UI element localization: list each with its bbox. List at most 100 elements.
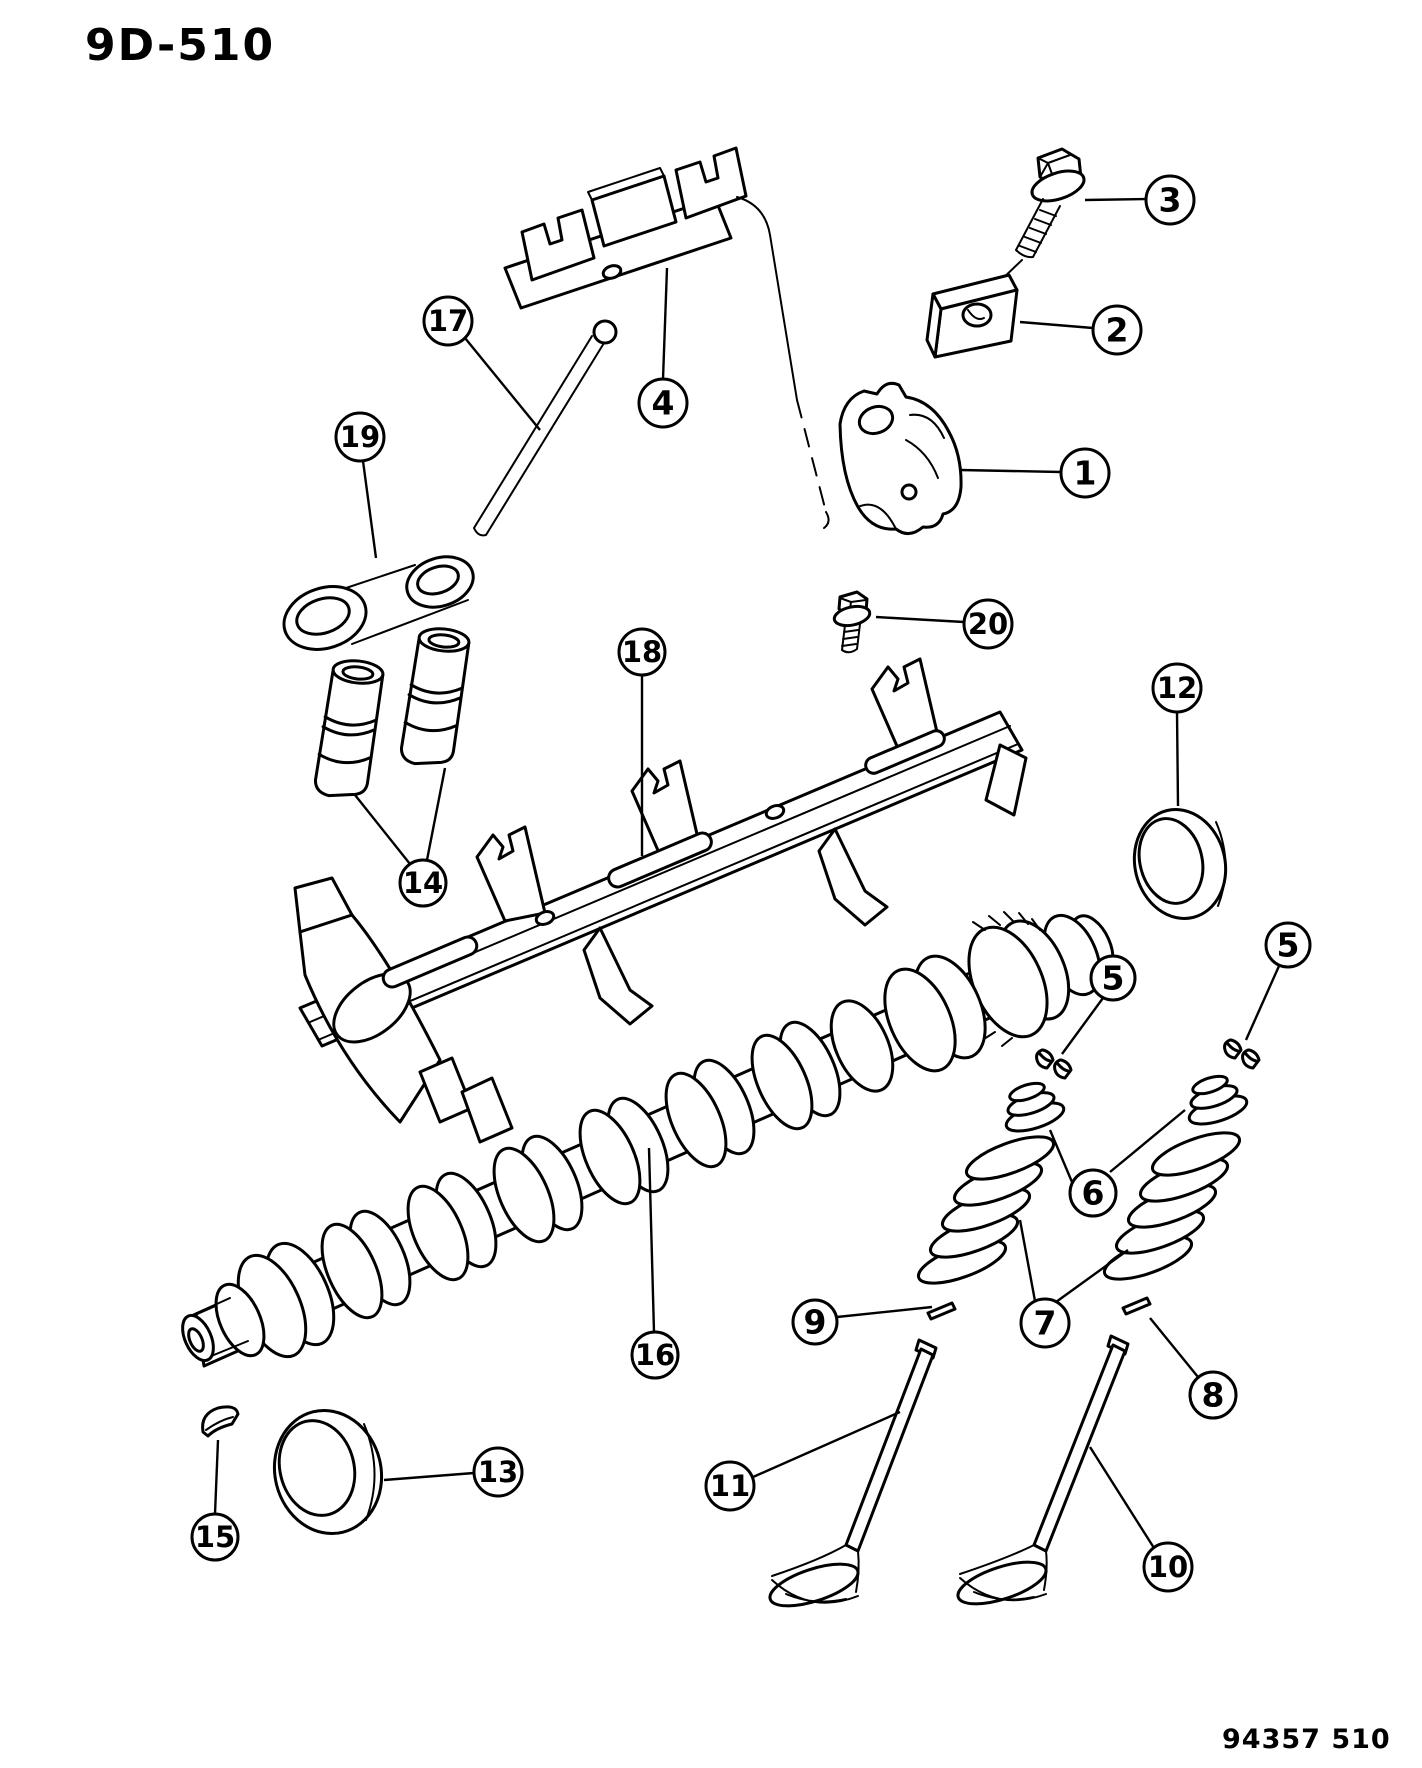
page-code: 9D-510: [85, 20, 275, 71]
valve-exhaust: [956, 1334, 1130, 1606]
callout-circle-12[interactable]: [1151, 662, 1203, 714]
callout-number-2: 2: [1106, 311, 1129, 350]
callout-9[interactable]: 9: [791, 1298, 839, 1346]
callout-circle-13[interactable]: [472, 1446, 524, 1498]
callout-number-6: 6: [1082, 1174, 1105, 1213]
callout-number-3: 3: [1159, 181, 1182, 220]
rocker-arm: [838, 381, 963, 535]
callout-circle-17[interactable]: [422, 295, 474, 347]
spring-pin-right: [1121, 1296, 1152, 1316]
valve-intake: [768, 1338, 938, 1608]
callout-circle-6[interactable]: [1068, 1168, 1118, 1218]
callout-circle-19[interactable]: [334, 411, 386, 463]
valve-lock-pair-right: [1223, 1038, 1261, 1070]
spring-pin-left: [926, 1301, 957, 1321]
leader-line-6: [1048, 1129, 1074, 1183]
camshaft-bearing-front: [272, 1408, 384, 1536]
valve-spring-left: [912, 1126, 1060, 1294]
valve-seal-left: [1001, 1078, 1069, 1139]
callout-number-4: 4: [652, 384, 675, 423]
callout-circle-8[interactable]: [1188, 1370, 1238, 1420]
retainer-bolt: [832, 590, 872, 654]
leader-line-6: [1109, 1109, 1186, 1173]
aligning-yoke: [282, 555, 475, 651]
tappet-right: [398, 624, 472, 770]
callout-circle-7[interactable]: [1019, 1297, 1071, 1349]
callout-number-16: 16: [635, 1338, 675, 1372]
callout-circle-15[interactable]: [190, 1512, 240, 1562]
callout-number-15: 15: [195, 1520, 235, 1554]
callout-16[interactable]: 16: [630, 1330, 680, 1380]
callout-number-13: 13: [478, 1455, 518, 1489]
leader-line-4: [661, 267, 669, 380]
callout-3[interactable]: 3: [1144, 174, 1196, 226]
valve-lock-pair-left: [1035, 1048, 1073, 1080]
leader-line-19: [361, 460, 378, 559]
callout-5[interactable]: 5: [1264, 921, 1312, 969]
leader-line-7: [1018, 1219, 1037, 1302]
callout-10[interactable]: 10: [1142, 1541, 1194, 1593]
callout-7[interactable]: 7: [1019, 1297, 1071, 1349]
callout-number-1: 1: [1074, 454, 1097, 493]
footer-code: 94357 510: [1222, 1724, 1391, 1755]
callout-circle-14[interactable]: [398, 858, 448, 908]
woodruff-key: [201, 1405, 240, 1438]
callout-number-5: 5: [1277, 926, 1300, 965]
callout-circle-20[interactable]: [962, 598, 1014, 650]
callout-number-10: 10: [1148, 1550, 1188, 1584]
callout-8[interactable]: 8: [1188, 1370, 1238, 1420]
callout-1[interactable]: 1: [1059, 447, 1111, 499]
leader-line-9: [836, 1305, 933, 1319]
leader-line-5: [1061, 997, 1104, 1055]
callout-19[interactable]: 19: [334, 411, 386, 463]
leader-line-10: [1088, 1446, 1156, 1549]
lifter-yoke-retainer: [293, 657, 1028, 1144]
callout-5[interactable]: 5: [1089, 954, 1137, 1002]
leader-line-2: [1019, 320, 1094, 330]
rocker-pivot: [925, 273, 1019, 359]
callout-number-20: 20: [968, 607, 1008, 641]
callout-14[interactable]: 14: [398, 858, 448, 908]
callout-circle-10[interactable]: [1142, 1541, 1194, 1593]
callout-circle-1[interactable]: [1059, 447, 1111, 499]
callout-11[interactable]: 11: [704, 1460, 756, 1512]
callout-circle-2[interactable]: [1091, 304, 1143, 356]
callout-circle-3[interactable]: [1144, 174, 1196, 226]
leader-line-13: [383, 1471, 475, 1482]
callout-number-11: 11: [710, 1469, 750, 1503]
callout-circle-5[interactable]: [1264, 921, 1312, 969]
leader-line-1: [959, 468, 1062, 474]
valve-spring-right: [1098, 1122, 1246, 1290]
callout-circle-18[interactable]: [617, 627, 667, 677]
callout-circle-16[interactable]: [630, 1330, 680, 1380]
leader-line-16: [647, 1147, 656, 1333]
callout-18[interactable]: 18: [617, 627, 667, 677]
callout-4[interactable]: 4: [637, 377, 689, 429]
callout-circle-5[interactable]: [1089, 954, 1137, 1002]
callout-15[interactable]: 15: [190, 1512, 240, 1562]
leader-line-8: [1149, 1317, 1199, 1378]
leader-line-11: [752, 1410, 901, 1479]
callout-number-19: 19: [340, 420, 380, 454]
rocker-pivot-bolt: [973, 147, 1086, 307]
callout-2[interactable]: 2: [1091, 304, 1143, 356]
camshaft: [181, 911, 1115, 1368]
leader-line-12: [1175, 711, 1180, 807]
callout-number-14: 14: [403, 866, 443, 900]
callout-20[interactable]: 20: [962, 598, 1014, 650]
callout-circle-4[interactable]: [637, 377, 689, 429]
callout-circle-9[interactable]: [791, 1298, 839, 1346]
callout-number-5: 5: [1102, 959, 1125, 998]
callout-17[interactable]: 17: [422, 295, 474, 347]
push-rod: [473, 319, 618, 537]
leader-line-5: [1244, 965, 1281, 1041]
leader-line-14: [354, 794, 411, 865]
callout-circle-11[interactable]: [704, 1460, 756, 1512]
callout-12[interactable]: 12: [1151, 662, 1203, 714]
callout-13[interactable]: 13: [472, 1446, 524, 1498]
callout-number-8: 8: [1202, 1376, 1225, 1415]
callout-6[interactable]: 6: [1068, 1168, 1118, 1218]
